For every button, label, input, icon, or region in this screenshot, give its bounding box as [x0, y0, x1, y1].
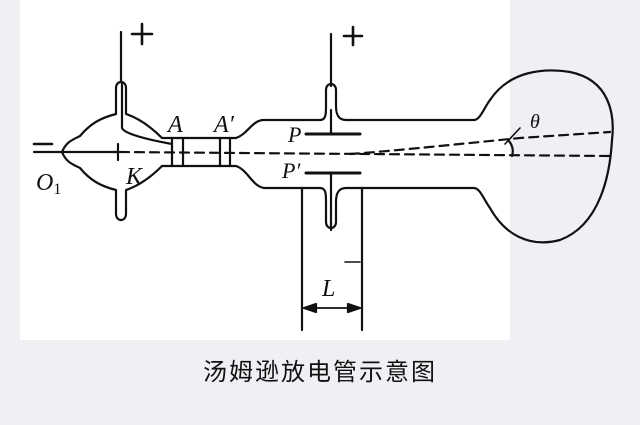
- deflection-plates: [304, 132, 362, 232]
- angle-marker: [504, 127, 521, 158]
- cathode-bulb: [60, 80, 174, 222]
- cathode-lead: [32, 142, 120, 162]
- electron-beam: [118, 130, 612, 158]
- diagram-panel: [20, 0, 510, 340]
- label-theta: θ: [530, 111, 540, 133]
- diagram-caption: 汤姆逊放电管示意图: [203, 358, 437, 386]
- plate-lead-top: [329, 25, 364, 136]
- anode-lead-top: [119, 22, 154, 84]
- label-origin: O1: [36, 170, 61, 198]
- label-plate-top: P: [287, 122, 301, 147]
- label-plate-bottom: P′: [281, 158, 301, 183]
- label-plate-length: L: [321, 276, 335, 302]
- plate-length-dimension: [300, 186, 364, 332]
- thomson-tube-diagram: O1 K A A′ P P′ L θ: [32, 22, 614, 332]
- label-anode-a: A: [166, 112, 183, 138]
- label-anode-a-prime: A′: [212, 112, 235, 138]
- label-cathode: K: [125, 164, 144, 190]
